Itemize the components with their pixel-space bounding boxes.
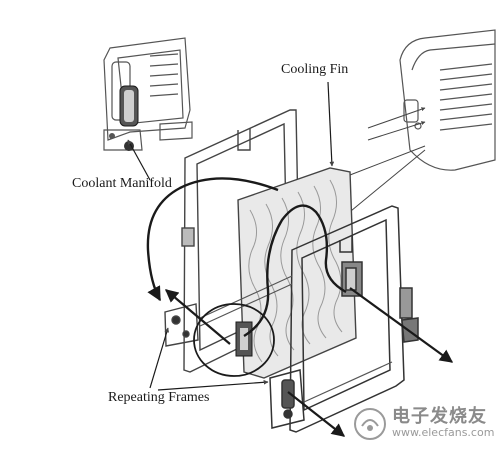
leader-repeating-frames-2 xyxy=(157,379,269,391)
coolant-flow-path xyxy=(146,177,279,302)
module-top-left xyxy=(103,37,193,151)
watermark-logo-icon xyxy=(354,408,386,440)
watermark-title: 电子发烧友 xyxy=(392,406,487,427)
label-repeating-frames: Repeating Frames xyxy=(108,390,210,405)
leader-cooling-fin xyxy=(327,81,335,167)
leader-coolant-manifold xyxy=(127,139,151,181)
watermark: 电子发烧友 www.elecfans.com xyxy=(352,402,495,446)
module-top-right xyxy=(399,29,496,171)
repeating-frame-front xyxy=(269,205,419,433)
coolant-manifold-part xyxy=(109,85,139,151)
leader-lines xyxy=(127,81,335,391)
fin-port xyxy=(235,321,253,357)
label-coolant-manifold: Coolant Manifold xyxy=(72,176,172,191)
pointer-lines-top-right xyxy=(339,107,426,221)
flow-arrows xyxy=(164,287,454,437)
label-cooling-fin: Cooling Fin xyxy=(281,62,349,77)
detail-circle xyxy=(193,303,275,377)
leader-repeating-frames-1 xyxy=(149,327,170,389)
coolant-flow-through-fin xyxy=(243,204,347,338)
cooling-fin-part xyxy=(237,167,357,379)
watermark-url: www.elecfans.com xyxy=(392,426,495,439)
